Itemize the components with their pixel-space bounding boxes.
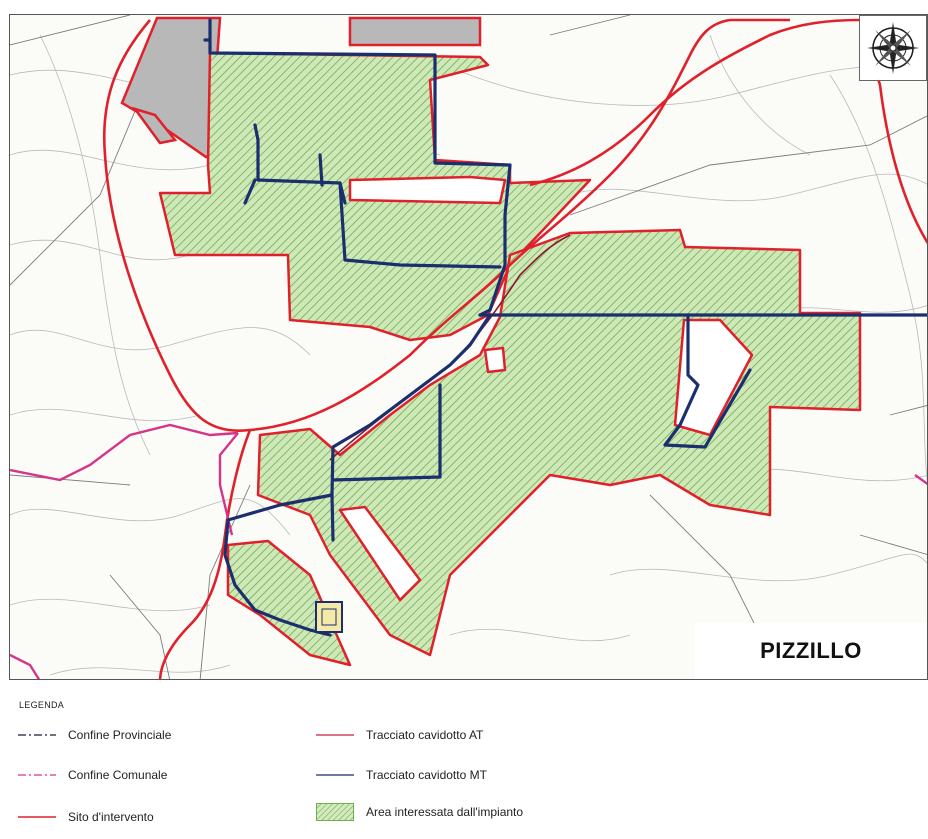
topo-contours [10,34,927,676]
legend-label: Tracciato cavidotto AT [366,728,484,742]
solid-line-swatch [18,816,56,818]
legend-label: Sito d'intervento [68,810,154,824]
map-canvas[interactable] [10,15,928,680]
site-boundary [102,18,927,679]
legend-label: Confine Comunale [68,768,168,782]
excluded-areas [120,16,482,159]
legend-label: Area interessata dall'impianto [366,805,524,819]
legend-item-cable-mt: Tracciato cavidotto MT [316,768,487,782]
compass-rose-icon [859,15,927,81]
place-name-text: PIZZILLO [760,638,862,663]
dash-dot-line-swatch [18,734,56,736]
municipal-boundary [10,423,927,679]
legend-label: Confine Provinciale [68,728,172,742]
map-frame[interactable]: PIZZILLO [9,14,928,680]
solid-line-swatch [316,774,354,776]
topo-lines-dark [10,15,927,679]
legend-item-cable-at: Tracciato cavidotto AT [316,728,483,742]
legend-title: LEGENDA [19,700,65,710]
cable-mt [203,18,927,637]
substation-icon[interactable] [315,601,343,633]
legend-item-municipal-boundary: Confine Comunale [18,768,167,782]
legend-label: Tracciato cavidotto MT [366,768,487,782]
legend-item-provincial-boundary: Confine Provinciale [18,728,171,742]
solid-line-swatch [316,734,354,736]
installation-area [158,51,862,667]
place-name-label: PIZZILLO [695,623,927,679]
dash-dot-line-swatch [18,774,56,776]
legend-item-installation-area: Area interessata dall'impianto [316,803,523,821]
hatched-box-swatch [316,803,354,821]
legend-item-site: Sito d'intervento [18,810,154,824]
